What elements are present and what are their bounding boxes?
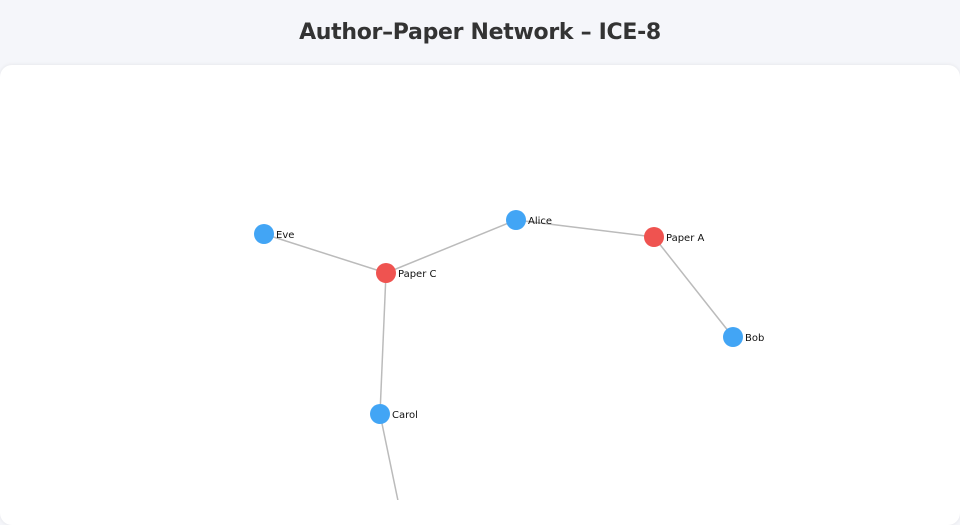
node-paperC[interactable]	[376, 263, 396, 283]
edge-paperC-carol	[379, 272, 387, 415]
edge-paperA-bob	[653, 236, 734, 338]
edge-alice-paperC	[385, 219, 517, 274]
node-label-carol: Carol	[392, 410, 418, 421]
node-carol[interactable]	[370, 404, 390, 424]
edge-eve-paperC	[263, 233, 387, 274]
node-eve[interactable]	[254, 224, 274, 244]
node-label-alice: Alice	[528, 216, 552, 227]
page-title: Author–Paper Network – ICE-8	[299, 20, 661, 45]
node-label-paperA: Paper A	[666, 233, 704, 244]
graph-card	[0, 65, 960, 525]
node-label-eve: Eve	[276, 230, 294, 241]
node-label-bob: Bob	[745, 333, 764, 344]
node-alice[interactable]	[506, 210, 526, 230]
edge-carol-offscreen	[379, 413, 399, 500]
node-label-paperC: Paper C	[398, 269, 436, 280]
node-paperA[interactable]	[644, 227, 664, 247]
edge-alice-paperA	[515, 219, 655, 238]
node-bob[interactable]	[723, 327, 743, 347]
